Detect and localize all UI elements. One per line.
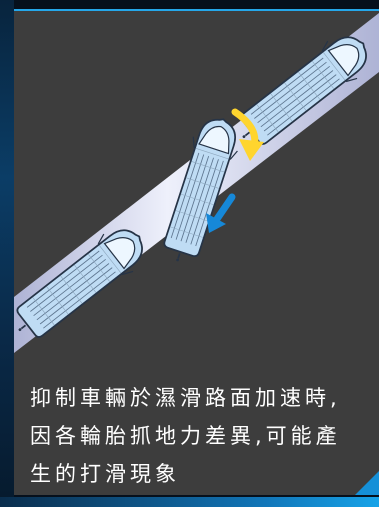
caption-text: 抑制車輛於濕滑路面加速時, 因各輪胎抓地力差異,可能產 生的打滑現象 xyxy=(30,379,370,493)
slide-arrow-head xyxy=(206,213,226,233)
rotation-arrow-head xyxy=(239,139,264,161)
slide-direction-arrow-icon xyxy=(213,193,236,223)
caption-line-1: 抑制車輛於濕滑路面加速時, xyxy=(30,386,341,410)
info-panel: 抑制車輛於濕滑路面加速時, 因各輪胎抓地力差異,可能產 生的打滑現象 xyxy=(14,9,379,495)
side-glow-decoration xyxy=(0,0,14,507)
corner-accent xyxy=(355,471,379,495)
bottom-glow-decoration xyxy=(0,497,379,507)
caption-line-3: 生的打滑現象 xyxy=(30,462,180,486)
vehicle-skid-diagram xyxy=(14,13,379,353)
caption-line-2: 因各輪胎抓地力差異,可能產 xyxy=(30,424,341,448)
